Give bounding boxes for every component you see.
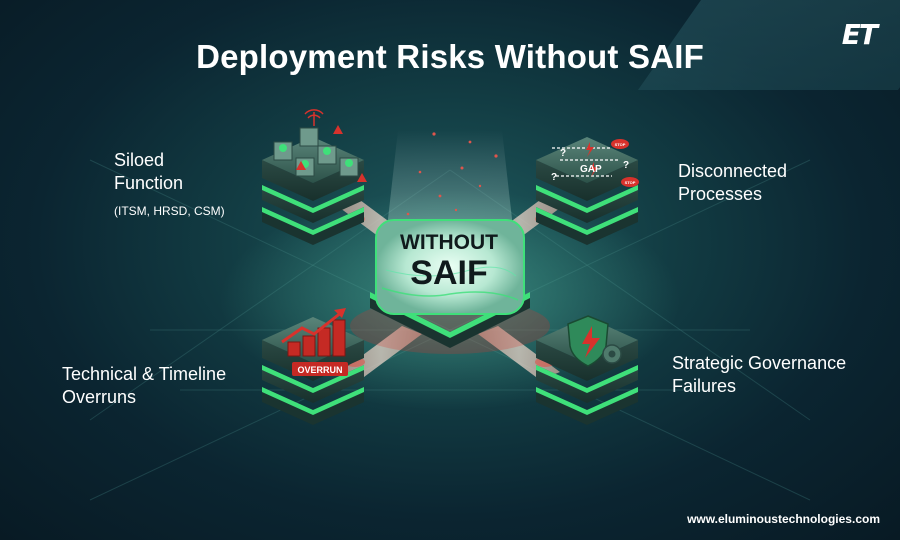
node-label-governance-failures: Strategic Governance Failures [672, 352, 846, 398]
node-label-technical-overruns: Technical & Timeline Overruns [62, 363, 226, 409]
stop-label-2: STOP [625, 180, 636, 185]
svg-text:?: ? [551, 172, 557, 183]
platform-siloed-function [262, 109, 367, 245]
question-marks: ??? [551, 148, 629, 183]
brand-logo[interactable]: ET [841, 18, 878, 51]
siloed-sub: (ITSM, HRSD, CSM) [114, 204, 225, 218]
siloed-line2: Function [114, 173, 184, 193]
overruns-line1: Technical & Timeline [62, 364, 227, 384]
warning-icons [296, 125, 367, 182]
stop-signs-icon [611, 139, 639, 187]
governance-line2: Failures [672, 376, 737, 396]
svg-text:?: ? [623, 160, 629, 171]
stop-label-1: STOP [615, 142, 626, 147]
center-label-line2: SAIF [410, 254, 488, 292]
platform-governance-failures [536, 315, 638, 425]
node-label-disconnected-processes: Disconnected Processes [678, 160, 787, 206]
particles [406, 132, 498, 216]
svg-text:?: ? [560, 148, 566, 159]
overrun-badge [292, 362, 348, 376]
disconnected-line1: Disconnected [678, 161, 788, 181]
platform-technical-overruns: OVERRUN [262, 308, 364, 425]
disconnected-line2: Processes [678, 184, 763, 204]
governance-line1: Strategic Governance [672, 353, 847, 373]
overrun-badge-label: OVERRUN [297, 365, 342, 375]
center-label: WITHOUT SAIF [379, 231, 519, 293]
rising-arrow-icon [281, 310, 343, 344]
gap-label: GAP [580, 164, 602, 175]
center-label-line1: WITHOUT [400, 231, 498, 254]
signal-tower-icon [304, 109, 324, 126]
center-platform [350, 219, 550, 354]
website-link[interactable]: www.eluminoustechnologies.com [687, 512, 880, 526]
shield-lightning-icon [582, 326, 600, 358]
page-title: Deployment Risks Without SAIF [196, 38, 704, 75]
platform-disconnected-processes: STOP STOP GAP ??? [536, 137, 639, 245]
overruns-line2: Overruns [62, 387, 137, 407]
process-flow-icon [552, 147, 620, 177]
coin-stack-icon [287, 319, 346, 357]
lightning-icon [586, 142, 598, 177]
arrow-head-icon [334, 308, 346, 318]
siloed-line1: Siloed [114, 150, 165, 170]
gear-icon [602, 344, 622, 364]
node-label-siloed-function: Siloed Function (ITSM, HRSD, CSM) [114, 149, 225, 219]
